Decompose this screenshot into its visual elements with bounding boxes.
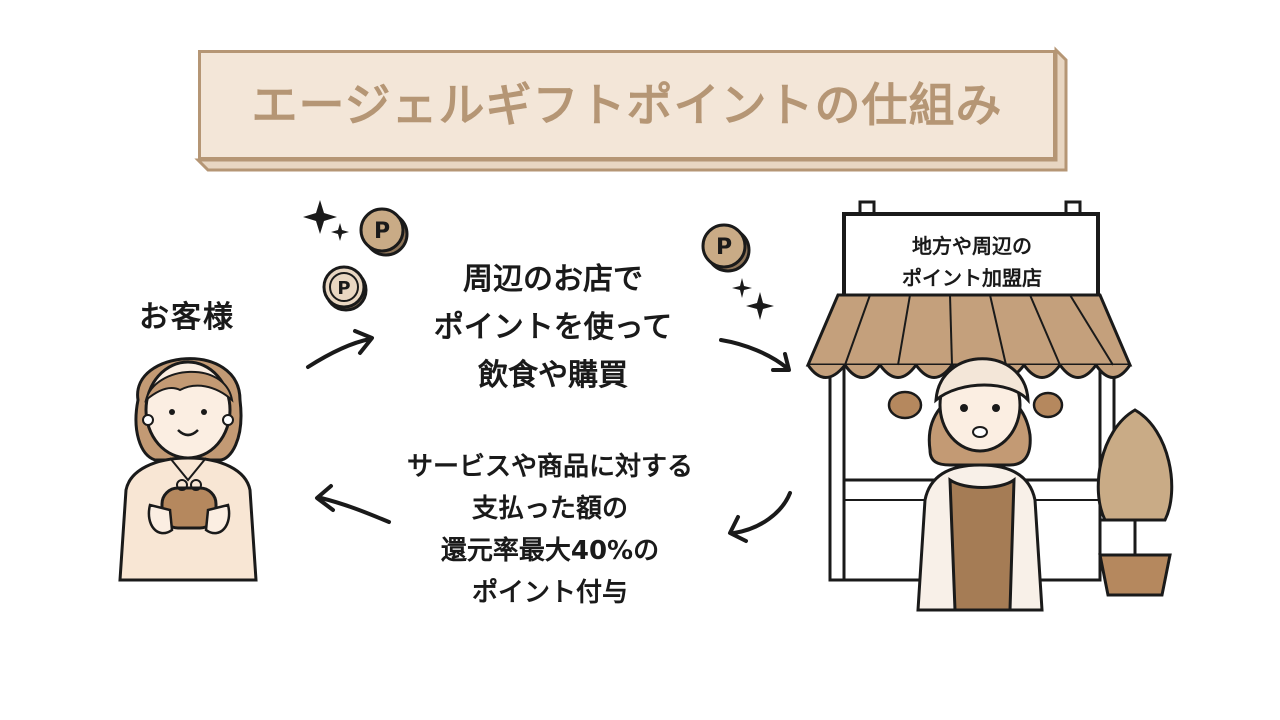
title-board-face — [198, 50, 1056, 160]
arrow-left-icon — [728, 491, 792, 543]
svg-text:P: P — [374, 219, 390, 244]
customer-illustration — [118, 357, 258, 582]
title-board: エージェルギフトポイントの仕組み — [194, 46, 1068, 172]
flow-top-line: ポイントを使って — [433, 310, 673, 345]
point-coin-icon: P — [359, 207, 409, 257]
svg-text:P: P — [716, 235, 732, 260]
store-sign-line: ポイント加盟店 — [902, 266, 1042, 290]
store-sign: 地方や周辺の ポイント加盟店 — [852, 230, 1092, 294]
arrow-right-icon — [719, 338, 791, 372]
arrow-left-icon — [315, 484, 391, 524]
flow-bottom-line: 還元率最大40%の — [440, 536, 660, 566]
flow-top-line: 飲食や購買 — [478, 358, 628, 393]
svg-text:P: P — [337, 278, 350, 299]
point-coin-icon: P — [701, 223, 751, 273]
flow-bottom-line: サービスや商品に対する — [406, 452, 693, 482]
page-title: エージェルギフトポイントの仕組み — [251, 78, 1003, 132]
sparkle-icon — [303, 200, 349, 241]
flow-bottom-text: サービスや商品に対する 支払った額の 還元率最大40%の ポイント付与 — [340, 446, 760, 614]
flow-bottom-line: 支払った額の — [471, 494, 628, 524]
flow-bottom-line: ポイント付与 — [471, 578, 628, 608]
flow-top-text: 周辺のお店で ポイントを使って 飲食や購買 — [388, 256, 718, 400]
customer-label: お客様 — [139, 300, 235, 335]
sparkle-icon — [732, 278, 774, 320]
flow-top-line: 周辺のお店で — [463, 262, 643, 297]
title-board-depth — [194, 46, 1068, 172]
store-sign-line: 地方や周辺の — [912, 234, 1032, 258]
arrow-right-icon — [306, 329, 374, 369]
point-coin-icon: P — [322, 265, 368, 312]
store-illustration — [805, 200, 1174, 612]
